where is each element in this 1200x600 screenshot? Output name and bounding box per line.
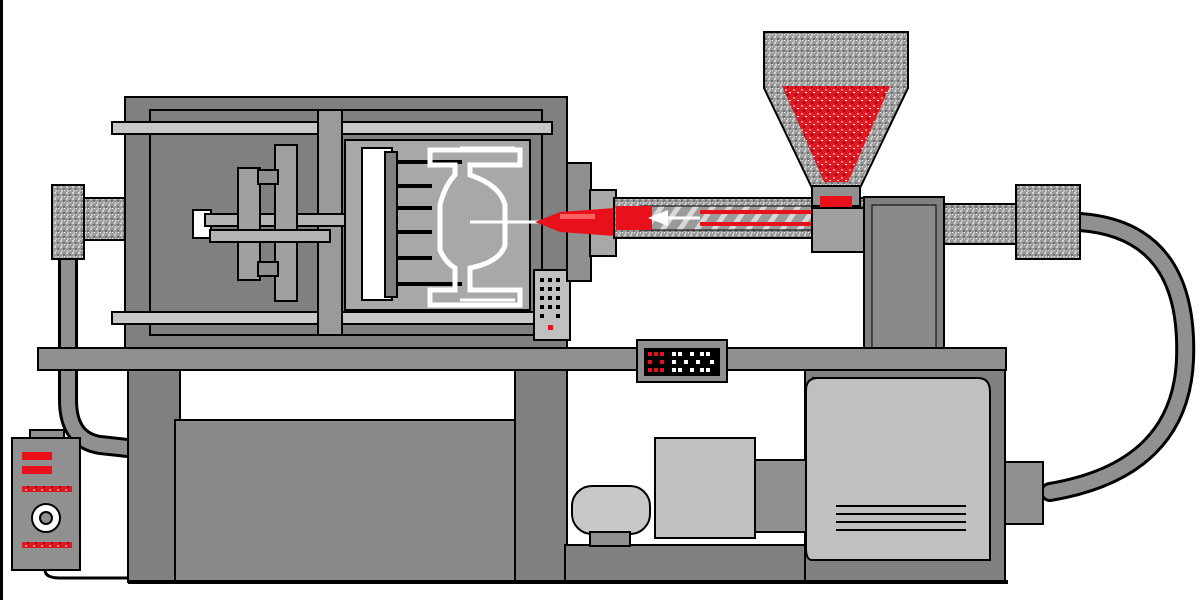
motor-icon: [655, 438, 807, 538]
mold-icon: [345, 140, 545, 310]
injection-unit: [864, 185, 1080, 349]
control-box-icon: [12, 430, 80, 570]
keypad-icon: [534, 270, 570, 340]
pump-icon: [572, 486, 650, 546]
hydraulic-tank-icon: [806, 378, 1043, 560]
display-panel-icon: [637, 340, 727, 382]
